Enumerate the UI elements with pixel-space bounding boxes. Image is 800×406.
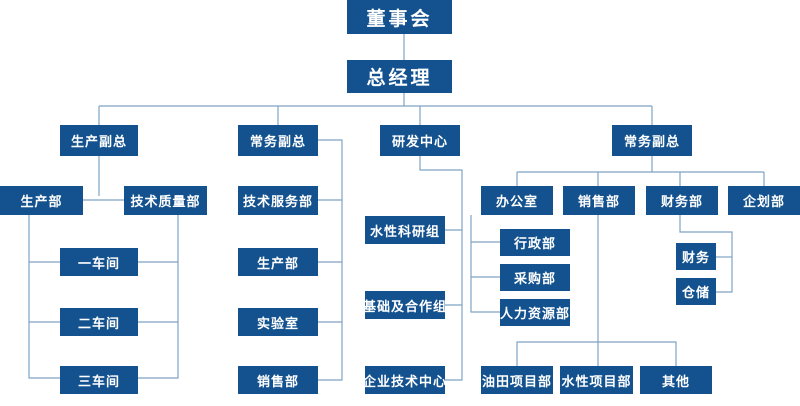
warehouse-box: 仓储 [676,278,716,305]
office-box: 办公室 [481,186,553,215]
waterborne-project-box: 水性项目部 [560,366,633,394]
production-unit-box: 生产部 [238,248,318,276]
basic-cooperation-box: 基础及合作组 [363,291,446,319]
finance-dept-box: 财务部 [646,186,718,215]
sales-unit-left-box: 销售部 [238,366,318,394]
finance-unit-box: 财务 [676,243,716,270]
workshop-3-box: 三车间 [60,366,138,394]
rnd-center-box: 研发中心 [380,125,460,156]
workshop-1-box: 一车间 [60,248,138,276]
hr-dept-box: 人力资源部 [500,299,570,326]
admin-dept-box: 行政部 [500,229,570,256]
board-box: 董事会 [347,0,452,34]
ceo-box: 总经理 [347,60,452,93]
laboratory-box: 实验室 [238,308,318,336]
other-box: 其他 [640,366,712,394]
tech-service-dept-box: 技术服务部 [238,186,318,215]
production-vp-box: 生产副总 [60,125,138,156]
production-dept-box: 生产部 [0,186,83,215]
planning-dept-box: 企划部 [728,186,800,215]
workshop-2-box: 二车间 [60,308,138,336]
waterborne-research-box: 水性科研组 [365,216,445,244]
quality-dept-box: 技术质量部 [124,186,207,215]
purchasing-dept-box: 采购部 [500,264,570,291]
executive-vp-left-box: 常务副总 [238,125,318,156]
enterprise-tech-center-box: 企业技术中心 [363,366,446,394]
oilfield-project-box: 油田项目部 [481,366,553,394]
sales-dept-box: 销售部 [563,186,635,215]
executive-vp-right-box: 常务副总 [612,125,692,156]
